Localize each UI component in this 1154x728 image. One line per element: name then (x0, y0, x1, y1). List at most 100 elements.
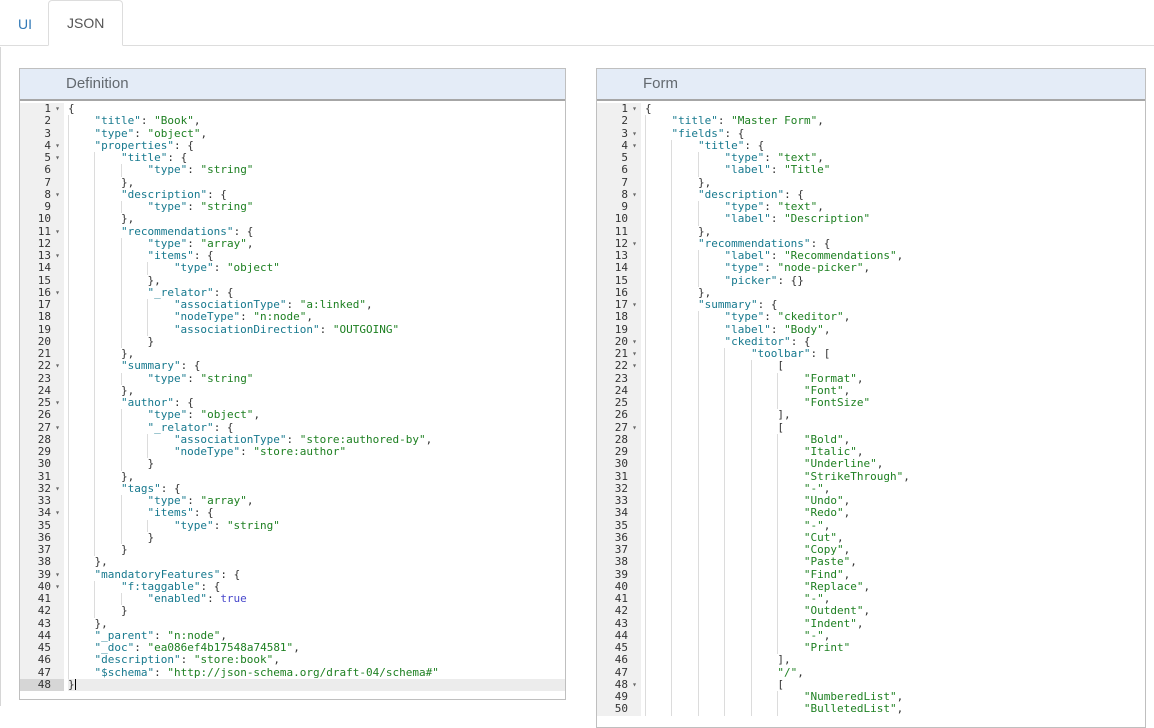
code-line: "items": { (68, 507, 565, 519)
code-line: "summary": { (68, 360, 565, 372)
fold-arrow-icon[interactable]: ▾ (51, 250, 64, 262)
line-number: 27 (615, 422, 628, 434)
code-line: "Font", (645, 385, 1145, 397)
fold-arrow-icon[interactable]: ▾ (51, 189, 64, 201)
json-tab-content: Definition 1▾234▾5▾678▾91011▾1213▾141516… (0, 47, 1154, 706)
line-number: 18 (615, 311, 628, 323)
line-number: 38 (615, 556, 628, 568)
code-line: "type": "string" (68, 201, 565, 213)
fold-arrow-icon[interactable]: ▾ (51, 360, 64, 372)
line-number: 3 (621, 128, 628, 140)
line-number: 26 (615, 409, 628, 421)
code-line: [ (645, 422, 1145, 434)
code-line: "type": "array", (68, 238, 565, 250)
code-line: "associationDirection": "OUTGOING" (68, 324, 565, 336)
code-line: "Print" (645, 642, 1145, 654)
line-number: 18 (38, 311, 51, 323)
code-line: "Find", (645, 569, 1145, 581)
code-line: } (68, 458, 565, 470)
code-line: "-", (645, 520, 1145, 532)
line-number: 14 (38, 262, 51, 274)
form-panel: Form 1▾23▾4▾5678▾9101112▾1314151617▾1819… (596, 68, 1146, 728)
code-line: "description": { (68, 189, 565, 201)
fold-arrow-icon[interactable]: ▾ (628, 336, 641, 348)
line-number: 23 (38, 373, 51, 385)
line-number: 26 (38, 409, 51, 421)
fold-arrow-icon[interactable]: ▾ (628, 299, 641, 311)
code-line: "title": "Book", (68, 115, 565, 127)
fold-arrow-icon[interactable]: ▾ (628, 189, 641, 201)
code-line: "FontSize" (645, 397, 1145, 409)
code-line: "Paste", (645, 556, 1145, 568)
fold-arrow-icon[interactable]: ▾ (628, 360, 641, 372)
fold-arrow-icon[interactable]: ▾ (628, 128, 641, 140)
line-number: 34 (615, 507, 628, 519)
fold-arrow-icon[interactable]: ▾ (628, 103, 641, 115)
line-number: 31 (615, 471, 628, 483)
code-line: "Undo", (645, 495, 1145, 507)
code-line: "-", (645, 593, 1145, 605)
fold-arrow-icon[interactable]: ▾ (628, 348, 641, 360)
tab-ui[interactable]: UI (2, 3, 48, 45)
line-number: 42 (615, 605, 628, 617)
line-number: 6 (621, 164, 628, 176)
code-line: "ckeditor": { (645, 336, 1145, 348)
code-line: "picker": {} (645, 275, 1145, 287)
definition-editor-code[interactable]: {"title": "Book","type": "object","prope… (64, 103, 565, 691)
line-number: 2 (44, 115, 51, 127)
fold-arrow-icon[interactable]: ▾ (51, 507, 64, 519)
code-line: "description": { (645, 189, 1145, 201)
fold-arrow-icon[interactable]: ▾ (51, 140, 64, 152)
line-number: 10 (38, 213, 51, 225)
definition-panel-header: Definition (20, 69, 565, 101)
fold-arrow-icon[interactable]: ▾ (628, 140, 641, 152)
code-line: "toolbar": [ (645, 348, 1145, 360)
code-line: } (68, 544, 565, 556)
definition-json-editor[interactable]: 1▾234▾5▾678▾91011▾1213▾141516▾1718192021… (20, 103, 565, 699)
line-number: 23 (615, 373, 628, 385)
line-number: 38 (38, 556, 51, 568)
fold-arrow-icon[interactable]: ▾ (628, 422, 641, 434)
form-editor-code[interactable]: {"title": "Master Form","fields": {"titl… (641, 103, 1145, 716)
code-line: "type": "string" (68, 520, 565, 532)
code-line: "title": { (68, 152, 565, 164)
fold-arrow-icon[interactable]: ▾ (51, 483, 64, 495)
fold-arrow-icon[interactable]: ▾ (628, 238, 641, 250)
code-line: "label": "Recommendations", (645, 250, 1145, 262)
code-line: } (68, 532, 565, 544)
fold-arrow-icon[interactable]: ▾ (628, 679, 641, 691)
code-line: "tags": { (68, 483, 565, 495)
fold-arrow-icon[interactable]: ▾ (51, 103, 64, 115)
fold-arrow-icon[interactable]: ▾ (51, 422, 64, 434)
fold-arrow-icon[interactable]: ▾ (51, 226, 64, 238)
form-json-editor[interactable]: 1▾23▾4▾5678▾9101112▾1314151617▾181920▾21… (597, 103, 1145, 727)
line-number: 35 (615, 520, 628, 532)
code-line: "-", (645, 483, 1145, 495)
line-number: 14 (615, 262, 628, 274)
line-number: 48 (38, 679, 51, 691)
code-line: "label": "Body", (645, 324, 1145, 336)
fold-arrow-icon[interactable]: ▾ (51, 569, 64, 581)
fold-arrow-icon[interactable]: ▾ (51, 397, 64, 409)
fold-arrow-icon[interactable]: ▾ (51, 152, 64, 164)
code-line: } (68, 336, 565, 348)
fold-arrow-icon[interactable]: ▾ (51, 287, 64, 299)
form-panel-title: Form (597, 69, 678, 99)
code-line: "f:taggable": { (68, 581, 565, 593)
code-line: "Indent", (645, 618, 1145, 630)
definition-panel-title: Definition (20, 69, 129, 99)
code-line: } (68, 679, 565, 691)
line-number: 46 (615, 654, 628, 666)
definition-panel: Definition 1▾234▾5▾678▾91011▾1213▾141516… (19, 68, 566, 700)
line-number: 34 (38, 507, 51, 519)
form-editor-gutter: 1▾23▾4▾5678▾9101112▾1314151617▾181920▾21… (597, 103, 641, 716)
line-number: 15 (38, 275, 51, 287)
line-number: 7 (44, 177, 51, 189)
code-line: "type": "array", (68, 495, 565, 507)
code-line: "$schema": "http://json-schema.org/draft… (68, 667, 565, 679)
form-panel-header: Form (597, 69, 1145, 101)
code-line: "label": "Description" (645, 213, 1145, 225)
fold-arrow-icon[interactable]: ▾ (51, 581, 64, 593)
tab-json[interactable]: JSON (48, 0, 123, 46)
code-line: "associationType": "a:linked", (68, 299, 565, 311)
